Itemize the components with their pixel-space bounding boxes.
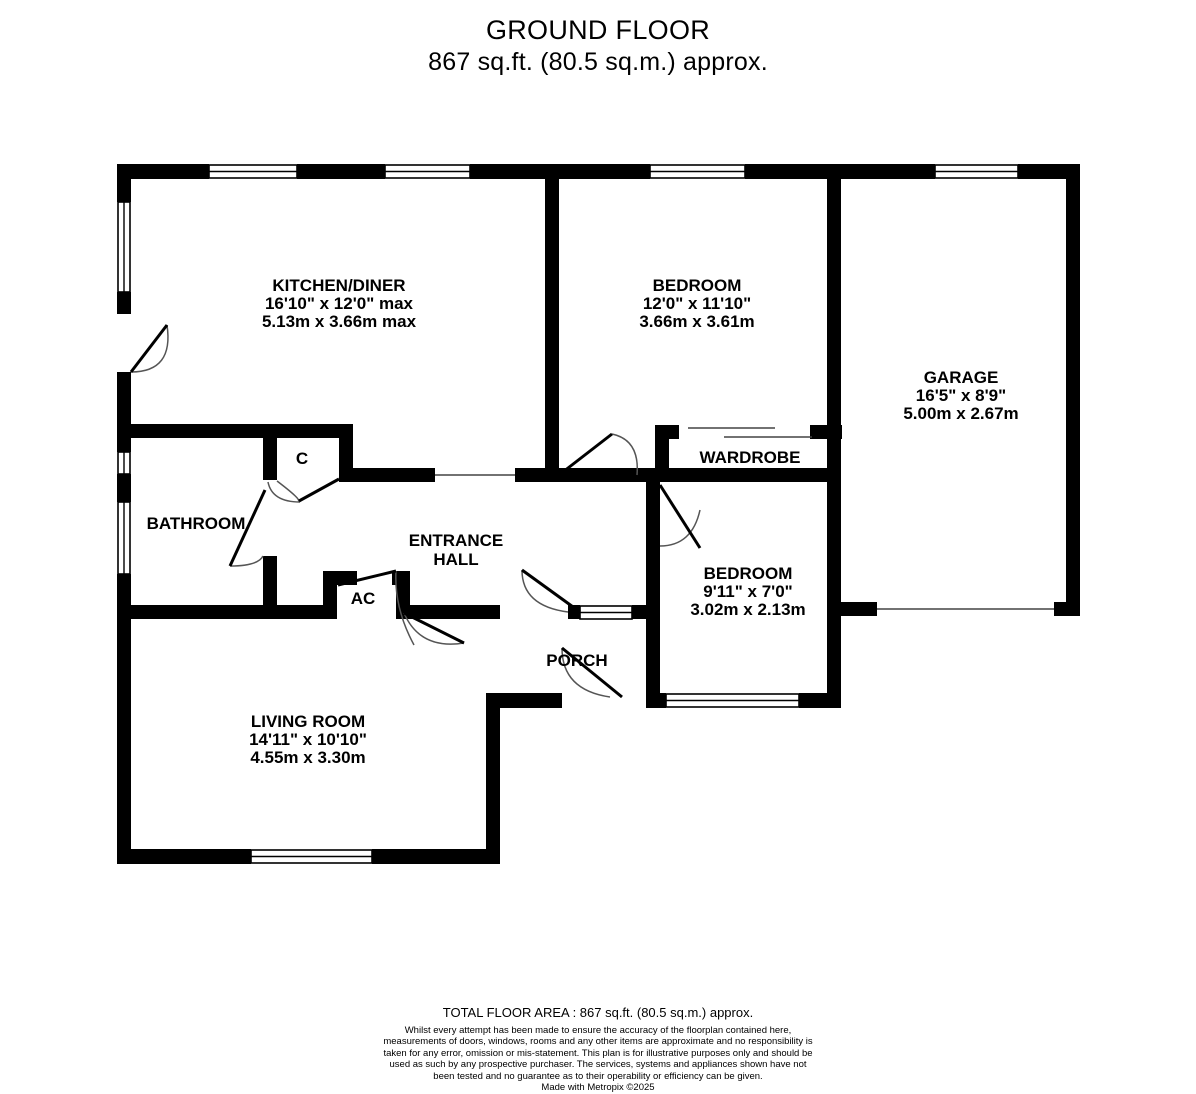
- wall-garage-left-3: [827, 596, 841, 708]
- wall-cupboard-bottom: [339, 468, 435, 482]
- door-bedroom1-leaf: [558, 432, 613, 477]
- wall-top-right-2: [1018, 164, 1080, 179]
- footer-disclaimer: Whilst every attempt has been made to en…: [383, 1025, 813, 1082]
- wall-living-top-1: [117, 605, 323, 619]
- wall-bathroom-top: [117, 424, 277, 438]
- room-dim-imperial-garage: 16'5" x 8'9": [916, 386, 1006, 405]
- room-dim-metric-garage: 5.00m x 2.67m: [903, 404, 1018, 423]
- wall-left-bathroom-2: [117, 474, 131, 502]
- room-label-wardrobe: WARDROBE: [699, 448, 800, 467]
- wall-cupboard-right: [339, 424, 353, 480]
- door-ac-leaf: [337, 569, 397, 587]
- wall-bedroom2-left: [646, 482, 660, 708]
- page-title: GROUND FLOOR: [485, 15, 711, 45]
- room-label-airing-cupboard: AC: [351, 589, 376, 608]
- door-living-leaf: [403, 611, 465, 645]
- room-dim-metric-bedroom-1: 3.66m x 3.61m: [639, 312, 754, 331]
- footer-made-with: Made with Metropix ©2025: [541, 1082, 655, 1094]
- room-dim-metric-bedroom-2: 3.02m x 2.13m: [690, 600, 805, 619]
- wall-left-bathroom-3: [117, 574, 131, 612]
- door-cupboard-arc: [276, 480, 300, 502]
- door-porch-arc: [561, 647, 611, 698]
- door-bedroom2-arc: [659, 509, 701, 547]
- room-dim-imperial-bedroom-1: 12'0" x 11'10": [643, 294, 751, 313]
- door-living-arc: [403, 612, 465, 645]
- wall-bottom-living-1: [117, 849, 251, 864]
- door-kitchen-left-leaf: [129, 324, 169, 373]
- wall-wardrobe-left: [655, 425, 669, 481]
- door-front-leaf: [521, 568, 581, 614]
- room-label-entrance-hall-line1: ENTRANCE: [409, 531, 503, 550]
- wall-left-kitchen-bottom: [117, 372, 131, 424]
- wall-garage-left-1: [827, 164, 841, 482]
- room-label-cupboard: C: [296, 449, 308, 468]
- door-kitchen-left-arc: [130, 324, 169, 373]
- footer-total-area: TOTAL FLOOR AREA : 867 sq.ft. (80.5 sq.m…: [442, 1005, 754, 1020]
- room-dim-imperial-living-room: 14'11" x 10'10": [249, 730, 367, 749]
- label-group: KITCHEN/DINER 16'10" x 12'0" max 5.13m x…: [147, 276, 1019, 767]
- room-label-garage: GARAGE: [924, 368, 999, 387]
- room-label-bedroom-2: BEDROOM: [704, 564, 793, 583]
- room-label-bedroom-1: BEDROOM: [653, 276, 742, 295]
- room-label-kitchen-diner: KITCHEN/DINER: [272, 276, 405, 295]
- wall-garage-left-2: [827, 482, 841, 610]
- footer-block: TOTAL FLOOR AREA : 867 sq.ft. (80.5 sq.m…: [0, 1004, 1196, 1094]
- room-label-porch: PORCH: [546, 651, 607, 670]
- wall-bedroom2-bottom-2: [799, 693, 841, 708]
- wall-bathroom-right-1: [263, 438, 277, 480]
- door-ac-arc: [395, 570, 415, 646]
- window-group: [117, 164, 1054, 864]
- wall-cupboard-top: [263, 424, 353, 438]
- room-dim-imperial-bedroom-2: 9'11" x 7'0": [703, 582, 792, 601]
- room-dim-metric-living-room: 4.55m x 3.30m: [250, 748, 365, 767]
- door-bathroom-leaf: [228, 489, 267, 567]
- plan-title-block: GROUND FLOOR 867 sq.ft. (80.5 sq.m.) app…: [0, 14, 1196, 78]
- wall-bedroom1-bottom-1: [515, 468, 559, 482]
- room-label-bathroom: BATHROOM: [147, 514, 246, 533]
- door-cupboard-leaf: [298, 477, 340, 503]
- wall-ac-right: [396, 571, 410, 619]
- wall-bedroom2-bottom-1: [646, 693, 666, 708]
- wall-left-kitchen-top: [117, 164, 131, 202]
- wall-garage-bottom-left-nib: [841, 602, 877, 616]
- door-group: [129, 324, 702, 699]
- room-dim-metric-kitchen-diner: 5.13m x 3.66m max: [262, 312, 417, 331]
- wall-garage-bottom-right-nib: [1054, 602, 1080, 616]
- wall-top-left-3: [470, 164, 650, 179]
- wall-group: [117, 164, 1080, 864]
- wall-porch-bottom: [486, 693, 562, 708]
- wall-top-left-1: [117, 164, 209, 179]
- wall-center-vertical: [545, 164, 559, 482]
- wall-left-living: [117, 605, 131, 863]
- door-bedroom2-leaf: [658, 484, 702, 549]
- wall-bedroom1-bottom-2: [637, 468, 841, 482]
- door-front-arc: [521, 569, 569, 613]
- wall-top-left-2: [297, 164, 385, 179]
- room-dim-imperial-kitchen-diner: 16'10" x 12'0" max: [265, 294, 414, 313]
- room-label-entrance-hall-line2: HALL: [433, 550, 478, 569]
- page-subtitle-area: 867 sq.ft. (80.5 sq.m.) approx.: [428, 48, 768, 76]
- door-cupboard-arc2: [267, 481, 301, 503]
- door-bedroom1-arc: [611, 433, 639, 476]
- door-porch-leaf: [561, 646, 623, 699]
- wall-left-kitchen-mid: [117, 292, 131, 314]
- wall-bottom-living-2: [372, 849, 500, 864]
- wall-living-right: [486, 693, 500, 864]
- wall-garage-right: [1066, 164, 1080, 616]
- wall-porch-top-1: [468, 605, 500, 619]
- door-bathroom-arc: [229, 555, 264, 567]
- room-label-living-room: LIVING ROOM: [251, 712, 365, 731]
- wall-bathroom-right-2: [263, 556, 277, 612]
